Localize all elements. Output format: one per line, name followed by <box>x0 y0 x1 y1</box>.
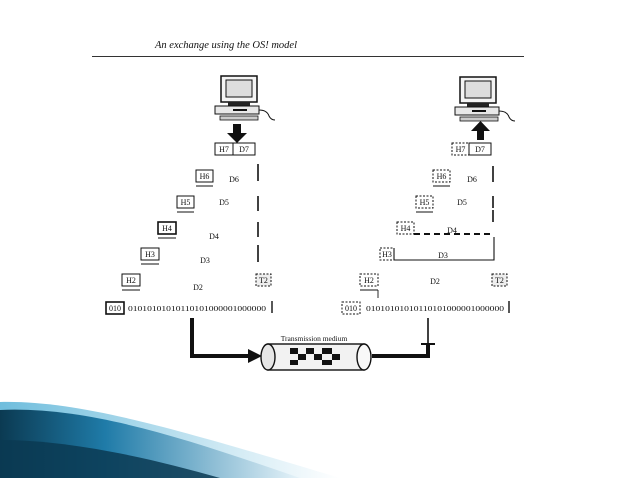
receiver-bitstream: 010 01010101010110101000001000000 <box>341 301 510 315</box>
title-underline <box>92 56 524 57</box>
receiver-h4-box <box>396 221 415 235</box>
receiver-bit-prefix-box <box>341 301 361 315</box>
receiver-h3-label: H3 <box>382 250 392 259</box>
receiver-h6-label: H6 <box>437 172 447 181</box>
receiver-h5-box <box>415 195 434 209</box>
computer-icon-receiver <box>454 76 516 122</box>
receiver-h3-box <box>379 247 395 261</box>
receiver-h4-label: H4 <box>401 224 411 233</box>
computer-icon-sender <box>214 75 276 121</box>
receiver-d7-label: D7 <box>475 145 485 154</box>
sender-to-medium-line <box>190 318 248 358</box>
medium-to-receiver-line <box>372 344 430 358</box>
receiver-d5-label: D5 <box>457 198 467 207</box>
receiver-stack: H7 D7 H6 D6 H5 D5 H4 D4 H3 D3 H2 D2 T2 <box>359 142 508 298</box>
sender-h2-box <box>121 273 141 287</box>
sender-stack: H7 D7 H6 D6 H5 D5 H4 D4 H3 D3 H2 D2 T2 <box>121 142 272 292</box>
sender-h7-label: H7 <box>219 145 229 154</box>
arrow-up-icon <box>471 121 490 140</box>
receiver-h5-label: H5 <box>420 198 430 207</box>
transmission-medium-cable <box>260 343 372 371</box>
arrow-down-icon <box>227 124 247 143</box>
sender-h5-label: H5 <box>181 198 191 207</box>
sender-h6-box <box>195 169 214 183</box>
receiver-h2-box <box>359 273 379 287</box>
sender-t2-label: T2 <box>259 276 268 285</box>
sender-d4-label: D4 <box>209 232 219 241</box>
sender-h6-label: H6 <box>200 172 210 181</box>
sender-d2-label: D2 <box>193 283 203 292</box>
receiver-h2-label: H2 <box>364 276 374 285</box>
sender-bitstream: 010 01010101010110101000001000000 <box>105 301 273 315</box>
sender-h4-label: H4 <box>162 224 172 233</box>
receiver-bit-prefix: 010 <box>345 304 357 313</box>
slide-title: An exchange using the OS! model <box>155 40 298 51</box>
sender-d3-label: D3 <box>200 256 210 265</box>
receiver-t2-label: T2 <box>495 276 504 285</box>
receiver-h7-label: H7 <box>456 145 466 154</box>
sender-t2-box <box>255 273 272 287</box>
sender-to-medium-arrowhead <box>248 349 262 363</box>
receiver-bit-stream: 01010101010110101000001000000 <box>366 304 504 313</box>
sender-h3-label: H3 <box>145 250 155 259</box>
sender-d7-box <box>232 142 256 156</box>
sender-h2-label: H2 <box>126 276 136 285</box>
sender-d5-label: D5 <box>219 198 229 207</box>
sender-h4-box <box>157 221 177 235</box>
receiver-t2-box <box>491 273 508 287</box>
receiver-d2-label: D2 <box>430 277 440 286</box>
transmission-medium-label: Transmission medium <box>281 334 348 343</box>
sender-d6-label: D6 <box>229 175 239 184</box>
receiver-d7-box <box>468 142 492 156</box>
receiver-h6-box <box>432 169 451 183</box>
sender-bit-prefix-box <box>105 301 125 315</box>
sender-bit-stream: 01010101010110101000001000000 <box>128 304 266 313</box>
sender-h3-box <box>140 247 160 261</box>
sender-h5-box <box>176 195 195 209</box>
sender-d7-label: D7 <box>239 145 249 154</box>
sender-bit-prefix: 010 <box>109 304 121 313</box>
receiver-d4-label: D4 <box>447 226 457 235</box>
receiver-d3-label: D3 <box>438 251 448 260</box>
receiver-d6-label: D6 <box>467 175 477 184</box>
